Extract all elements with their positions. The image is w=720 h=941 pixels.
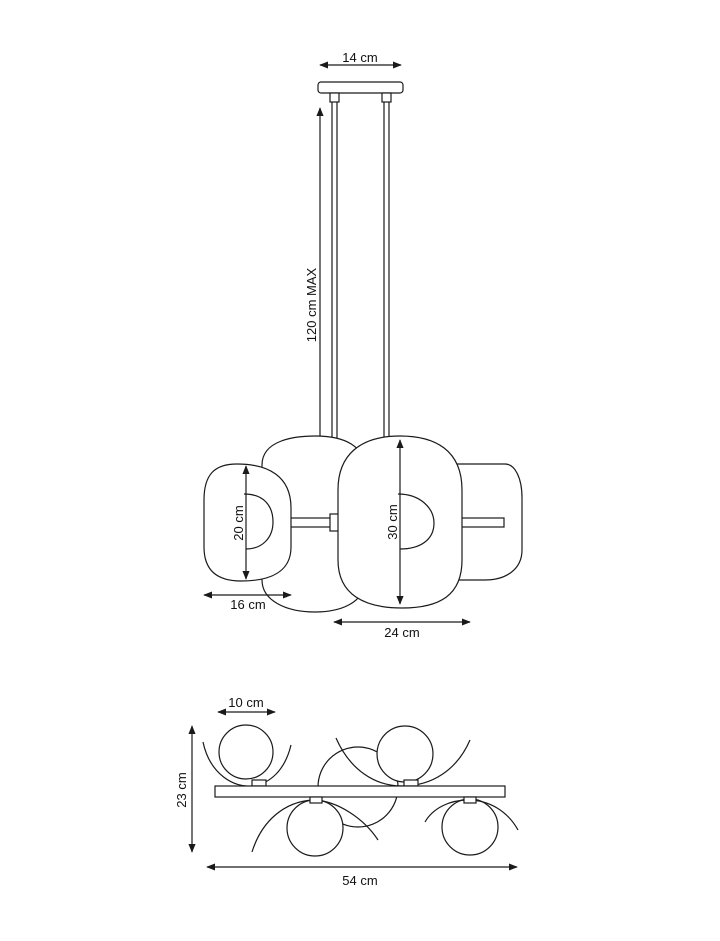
large-shade-height-label: 30 cm bbox=[385, 504, 400, 539]
front-view: 14 cm 120 cm MAX 20 cm 16 cm 30 cm bbox=[203, 50, 523, 640]
globe-diameter-label: 10 cm bbox=[228, 695, 263, 710]
fixture-length-label: 54 cm bbox=[342, 873, 377, 888]
canopy-connector-right bbox=[381, 92, 392, 103]
globe-top-left bbox=[218, 724, 274, 780]
globe-holder-top-right bbox=[403, 779, 419, 787]
small-shade-globe bbox=[243, 493, 274, 550]
ceiling-canopy bbox=[317, 81, 404, 94]
drop-length-label: 120 cm MAX bbox=[304, 267, 319, 342]
globe-top-right bbox=[376, 725, 434, 783]
small-shade-height-label: 20 cm bbox=[231, 505, 246, 540]
fixture-height-label: 23 cm bbox=[174, 772, 189, 807]
globe-bottom-right bbox=[441, 798, 499, 856]
globe-holder-bottom-right bbox=[463, 796, 477, 804]
canopy-connector-left bbox=[329, 92, 340, 103]
globe-holder-top-left bbox=[251, 779, 267, 787]
large-shade-width-label: 24 cm bbox=[384, 625, 419, 640]
large-shade-globe bbox=[397, 493, 435, 550]
globe-bottom-center bbox=[286, 799, 344, 857]
top-view: 10 cm 23 cm 54 cm bbox=[174, 695, 519, 888]
small-shade-width-label: 16 cm bbox=[230, 597, 265, 612]
globe-holder-bottom-center bbox=[309, 796, 323, 804]
top-view-bar bbox=[214, 785, 506, 798]
canopy-width-label: 14 cm bbox=[342, 50, 377, 65]
small-glass-shade bbox=[203, 463, 292, 582]
